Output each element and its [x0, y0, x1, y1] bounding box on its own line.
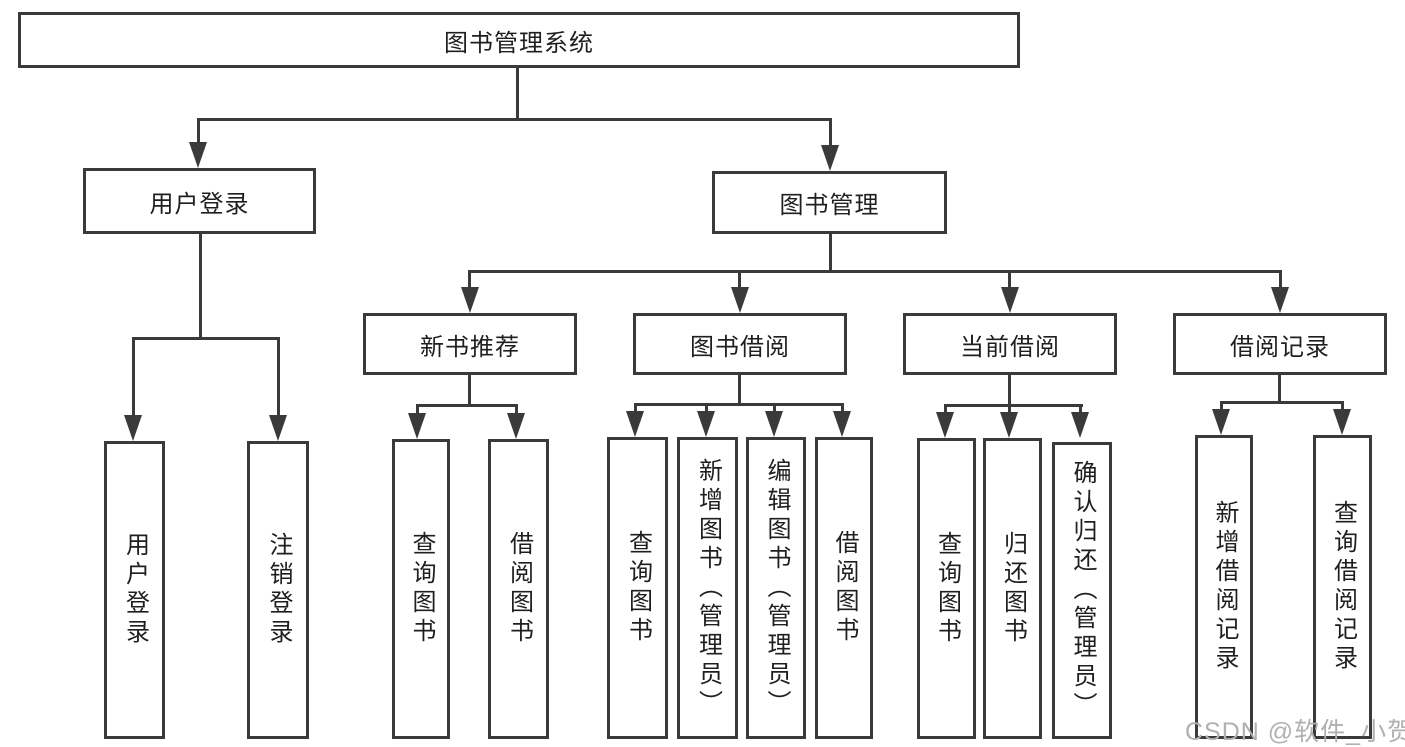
- connector-line: [1008, 270, 1011, 290]
- connector-line: [738, 270, 741, 290]
- node-label: 图书管理系统: [444, 29, 594, 57]
- node-label: 用户登录: [121, 532, 149, 648]
- csdn-watermark: CSDN @软件_小贺同学: [1185, 718, 1405, 746]
- leaf-logout: 注销登录: [247, 441, 309, 739]
- leaf-add-books-admin: 新增图书（管理员）: [677, 437, 738, 739]
- connector-line: [1220, 401, 1344, 404]
- node-label: 当前借阅: [960, 333, 1060, 361]
- leaf-return-books: 归还图书: [983, 438, 1042, 739]
- leaf-add-borrow-record: 新增借阅记录: [1195, 435, 1253, 739]
- arrow-down-icon: [507, 413, 525, 439]
- node-label: 新增借阅记录: [1211, 500, 1238, 674]
- leaf-user-login: 用户登录: [104, 441, 165, 739]
- node-label: 借阅图书: [505, 531, 533, 647]
- connector-line: [738, 375, 741, 405]
- connector-line: [944, 404, 947, 414]
- connector-line: [468, 270, 1282, 273]
- node-label: 确认归还（管理员）: [1069, 460, 1096, 721]
- connector-line: [705, 403, 708, 413]
- leaf-borrow-books-borrowing: 借阅图书: [815, 437, 873, 739]
- node-label: 借阅图书: [831, 530, 858, 646]
- node-current-borrowing: 当前借阅: [903, 313, 1117, 375]
- connector-line: [829, 234, 832, 272]
- connector-line: [773, 403, 776, 413]
- node-library-management-system: 图书管理系统: [18, 12, 1020, 68]
- arrow-down-icon: [1333, 409, 1351, 435]
- node-label: 查询借阅记录: [1329, 500, 1357, 674]
- leaf-borrow-books-recommend: 借阅图书: [488, 439, 549, 739]
- node-label: 注销登录: [265, 532, 292, 648]
- connector-line: [841, 403, 844, 413]
- arrow-down-icon: [1212, 409, 1230, 435]
- node-label: 新书推荐: [420, 333, 520, 361]
- node-label: 编辑图书（管理员）: [763, 457, 790, 719]
- arrow-down-icon: [626, 411, 644, 437]
- node-borrowing-records: 借阅记录: [1173, 313, 1387, 375]
- leaf-query-books-recommend: 查询图书: [392, 439, 450, 739]
- arrow-down-icon: [461, 287, 479, 313]
- arrow-down-icon: [697, 411, 715, 437]
- leaf-confirm-return-admin: 确认归还（管理员）: [1052, 442, 1112, 739]
- node-label: 查询图书: [933, 530, 961, 647]
- connector-line: [829, 118, 832, 147]
- connector-line: [1220, 401, 1223, 411]
- leaf-query-books-current: 查询图书: [917, 438, 976, 739]
- connector-line: [516, 68, 519, 118]
- connector-line: [132, 337, 135, 417]
- arrow-down-icon: [936, 412, 954, 438]
- node-label: 查询图书: [624, 530, 652, 646]
- node-book-management: 图书管理: [712, 171, 947, 234]
- arrow-down-icon: [821, 145, 839, 171]
- node-label: 查询图书: [408, 531, 435, 647]
- node-new-book-recommendation: 新书推荐: [363, 313, 577, 375]
- connector-line: [468, 270, 471, 290]
- arrow-down-icon: [1001, 287, 1019, 313]
- connector-line: [277, 337, 280, 417]
- connector-line: [468, 375, 471, 406]
- connector-line: [1008, 375, 1011, 406]
- connector-line: [1278, 375, 1281, 403]
- node-label: 借阅记录: [1230, 333, 1330, 361]
- arrow-down-icon: [408, 413, 426, 439]
- leaf-query-books-borrowing: 查询图书: [607, 437, 668, 739]
- arrow-down-icon: [124, 415, 142, 441]
- connector-line: [634, 403, 844, 406]
- arrow-down-icon: [765, 411, 783, 437]
- node-book-borrowing: 图书借阅: [633, 313, 847, 375]
- arrow-down-icon: [1000, 412, 1018, 438]
- connector-line: [199, 234, 202, 339]
- node-label: 归还图书: [999, 530, 1027, 647]
- connector-line: [1079, 404, 1082, 414]
- node-label: 图书管理: [779, 192, 880, 219]
- connector-line: [132, 337, 280, 340]
- connector-line: [197, 118, 832, 121]
- connector-line: [416, 404, 518, 407]
- connector-line: [515, 404, 518, 416]
- node-label: 新增图书（管理员）: [694, 457, 722, 719]
- node-user-login: 用户登录: [83, 168, 316, 234]
- connector-line: [944, 404, 1083, 407]
- arrow-down-icon: [1271, 287, 1289, 313]
- node-label: 用户登录: [149, 190, 250, 218]
- connector-line: [634, 403, 637, 413]
- connector-line: [416, 404, 419, 416]
- connector-line: [1341, 401, 1344, 411]
- arrow-down-icon: [269, 415, 287, 441]
- arrow-down-icon: [1071, 412, 1089, 438]
- leaf-edit-books-admin: 编辑图书（管理员）: [746, 437, 806, 739]
- connector-line: [197, 118, 200, 145]
- arrow-down-icon: [189, 142, 207, 168]
- connector-line: [1279, 270, 1282, 290]
- node-label: 图书借阅: [690, 333, 790, 361]
- connector-line: [1008, 404, 1011, 414]
- arrow-down-icon: [833, 411, 851, 437]
- arrow-down-icon: [731, 287, 749, 313]
- leaf-query-borrow-record: 查询借阅记录: [1313, 435, 1372, 739]
